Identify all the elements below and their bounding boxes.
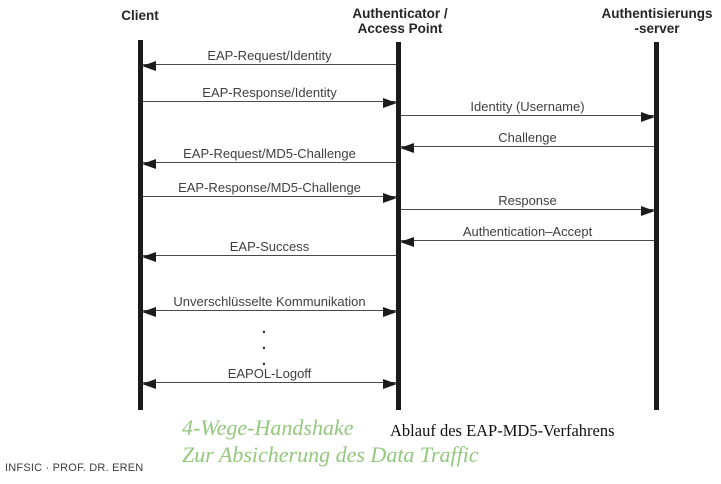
figure-caption: Ablauf des EAP-MD5-Verfahrens <box>390 421 615 440</box>
message-eap-response-identity: EAP-Response/Identity <box>143 85 397 108</box>
arrowhead-right-icon <box>641 206 655 216</box>
handshake-note-line2: Zur Absicherung des Data Traffic <box>182 442 479 467</box>
message-label: EAP-Request/MD5-Challenge <box>183 146 356 161</box>
message-eap-response-md5-challenge: EAP-Response/MD5-Challenge <box>143 180 397 203</box>
actor-label-auth-server: Authentisierungs -server <box>601 6 713 36</box>
message-label: Identity (Username) <box>470 99 585 114</box>
message-arrow <box>400 237 654 247</box>
lifeline-auth-server <box>654 42 659 410</box>
message-arrow <box>142 61 396 71</box>
message-eap-request-md5-challenge: EAP-Request/MD5-Challenge <box>142 146 396 169</box>
message-eap-success: EAP-Success <box>142 239 396 262</box>
arrowhead-right-icon <box>383 379 397 389</box>
arrowhead-left-icon <box>142 307 156 317</box>
arrowhead-right-icon <box>383 307 397 317</box>
message-arrow <box>142 159 396 169</box>
message-label: EAPOL-Logoff <box>227 366 312 381</box>
arrowhead-left-icon <box>400 237 414 247</box>
arrowhead-right-icon <box>641 112 655 122</box>
lifeline-authenticator <box>396 42 401 410</box>
arrowhead-right-icon <box>383 193 397 203</box>
message-label: Authentication–Accept <box>462 224 593 239</box>
continuation-dots: . . . <box>261 320 267 369</box>
arrowhead-left-icon <box>142 159 156 169</box>
message-label: EAP-Response/Identity <box>202 85 337 100</box>
message-label: Unverschlüsselte Kommunikation <box>173 294 366 309</box>
message-arrow <box>143 98 397 108</box>
message-label: Response <box>498 193 557 208</box>
message-identity-username: Identity (Username) <box>401 99 655 122</box>
message-arrow <box>400 143 654 153</box>
arrowhead-left-icon <box>142 379 156 389</box>
message-label: EAP-Response/MD5-Challenge <box>178 180 361 195</box>
message-arrow <box>142 307 397 317</box>
message-eapol-logoff: EAPOL-Logoff <box>142 366 397 389</box>
footer-credit: INFSIC · PROF. DR. EREN <box>5 462 144 474</box>
arrowhead-left-icon <box>142 252 156 262</box>
arrowhead-left-icon <box>142 61 156 71</box>
message-arrow <box>142 379 397 389</box>
arrowhead-right-icon <box>383 98 397 108</box>
arrowhead-left-icon <box>400 143 414 153</box>
message-response: Response <box>401 193 655 216</box>
message-unencrypted-communication: Unverschlüsselte Kommunikation <box>142 294 397 317</box>
message-label: EAP-Success <box>229 239 310 254</box>
actor-label-authenticator: Authenticator / Access Point <box>352 6 448 36</box>
message-arrow <box>142 252 396 262</box>
message-label: Challenge <box>498 130 557 145</box>
actor-label-client: Client <box>121 8 159 23</box>
message-label: EAP-Request/Identity <box>207 48 332 63</box>
message-eap-request-identity: EAP-Request/Identity <box>142 48 396 71</box>
lifeline-client <box>138 40 143 410</box>
handshake-note-line1: 4-Wege-Handshake <box>182 415 354 440</box>
message-arrow <box>401 112 655 122</box>
message-challenge: Challenge <box>400 130 654 153</box>
message-arrow <box>143 193 397 203</box>
message-arrow <box>401 206 655 216</box>
message-authentication-accept: Authentication–Accept <box>400 224 654 247</box>
